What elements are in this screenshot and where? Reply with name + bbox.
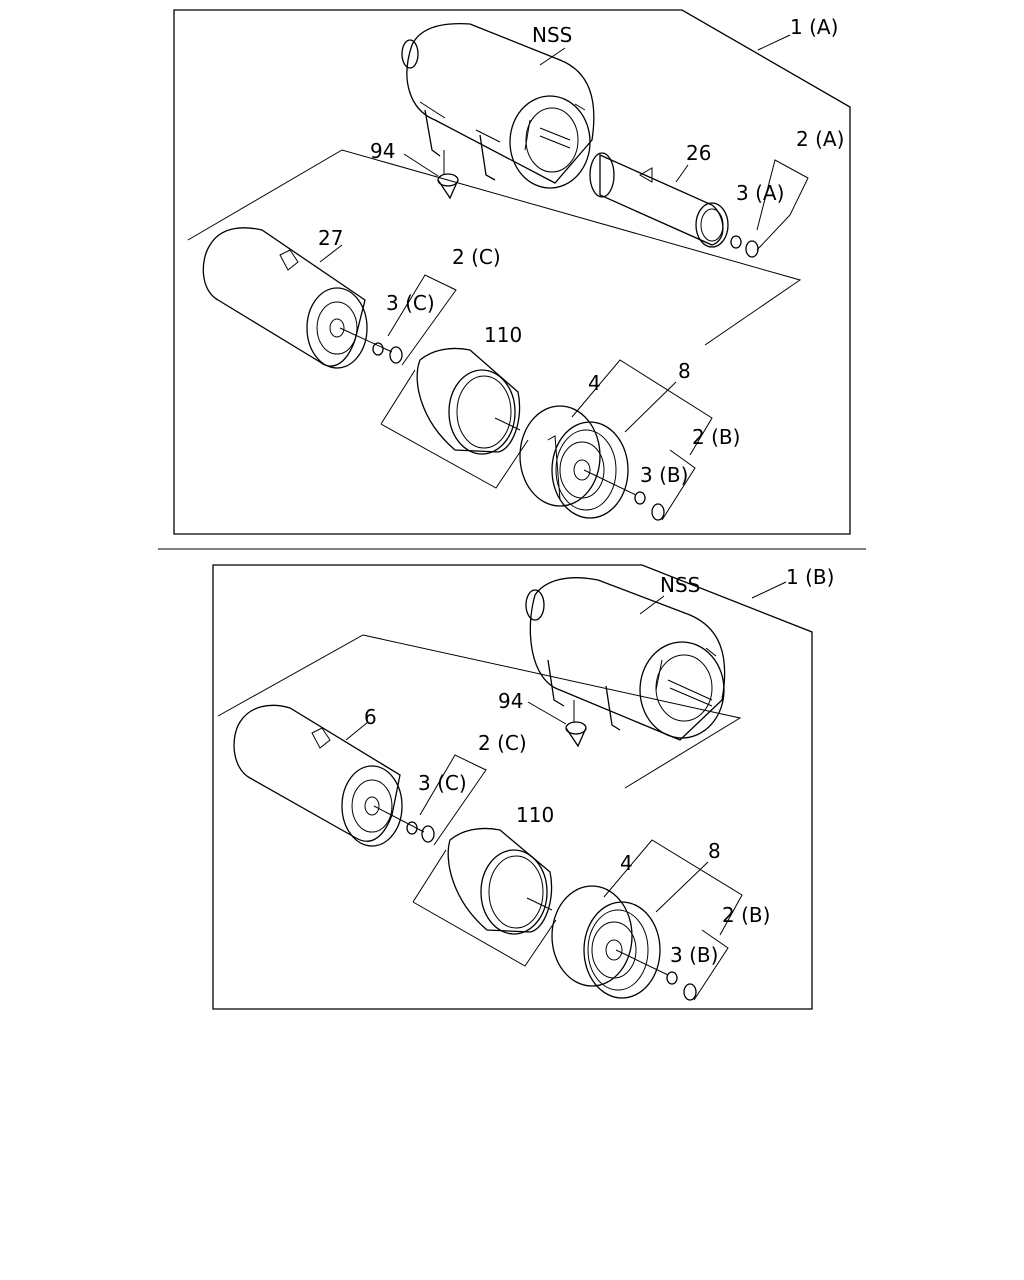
frame-a — [173, 9, 851, 535]
label-4-a: 4 — [588, 371, 601, 395]
part-3b-2b-b — [666, 929, 729, 1001]
part-26-inner-filter-a — [589, 152, 729, 248]
label-2c-b: 2 (C) — [478, 731, 527, 755]
part-110-b — [412, 827, 557, 967]
label-2b-b: 2 (B) — [722, 903, 770, 927]
label-2a-a: 2 (A) — [796, 127, 844, 151]
part-94-a — [403, 150, 459, 200]
bracket-b-main — [217, 634, 742, 789]
label-26-a: 26 — [686, 141, 711, 165]
label-nss-a: NSS — [532, 23, 572, 47]
label-assembly-1b: 1 (B) — [786, 565, 834, 589]
part-3c-2c-b — [373, 754, 487, 846]
part-3b-2b-a — [634, 449, 696, 521]
part-27-outer-filter-a — [202, 227, 368, 369]
label-2b-a: 2 (B) — [692, 425, 740, 449]
label-110-b: 110 — [516, 803, 554, 827]
label-8-b: 8 — [708, 839, 721, 863]
label-3c-b: 3 (C) — [418, 771, 467, 795]
part-110-a — [380, 347, 529, 489]
label-nss-b: NSS — [660, 573, 700, 597]
label-94-b: 94 — [498, 689, 523, 713]
label-assembly-1a: 1 (A) — [790, 15, 838, 39]
label-6-b: 6 — [364, 705, 377, 729]
label-8-a: 8 — [678, 359, 691, 383]
label-27-a: 27 — [318, 226, 343, 250]
housing-nss-b — [525, 577, 726, 741]
label-3c-a: 3 (C) — [386, 291, 435, 315]
label-3b-a: 3 (B) — [640, 463, 688, 487]
label-110-a: 110 — [484, 323, 522, 347]
label-3b-b: 3 (B) — [670, 943, 718, 967]
part-4-8-a — [519, 359, 713, 519]
part-94-b — [527, 700, 587, 748]
label-3a-a: 3 (A) — [736, 181, 784, 205]
label-4-b: 4 — [620, 851, 633, 875]
diagram-a: 1 (A) NSS 94 26 2 (A) 3 (A) 27 2 (C) 3 (… — [173, 9, 851, 535]
housing-nss-a — [401, 22, 595, 189]
label-94-a: 94 — [370, 139, 395, 163]
bracket-a-main — [187, 149, 802, 346]
part-6-outer-filter-b — [233, 704, 403, 847]
frame-b — [212, 564, 813, 1010]
diagram-b: 1 (B) NSS 94 6 2 (C) 3 (C) 110 4 8 2 (B)… — [212, 564, 834, 1010]
part-3a-2a — [730, 159, 809, 258]
part-3c-2c-a — [339, 274, 457, 366]
part-4-8-b — [551, 839, 743, 999]
label-2c-a: 2 (C) — [452, 245, 501, 269]
